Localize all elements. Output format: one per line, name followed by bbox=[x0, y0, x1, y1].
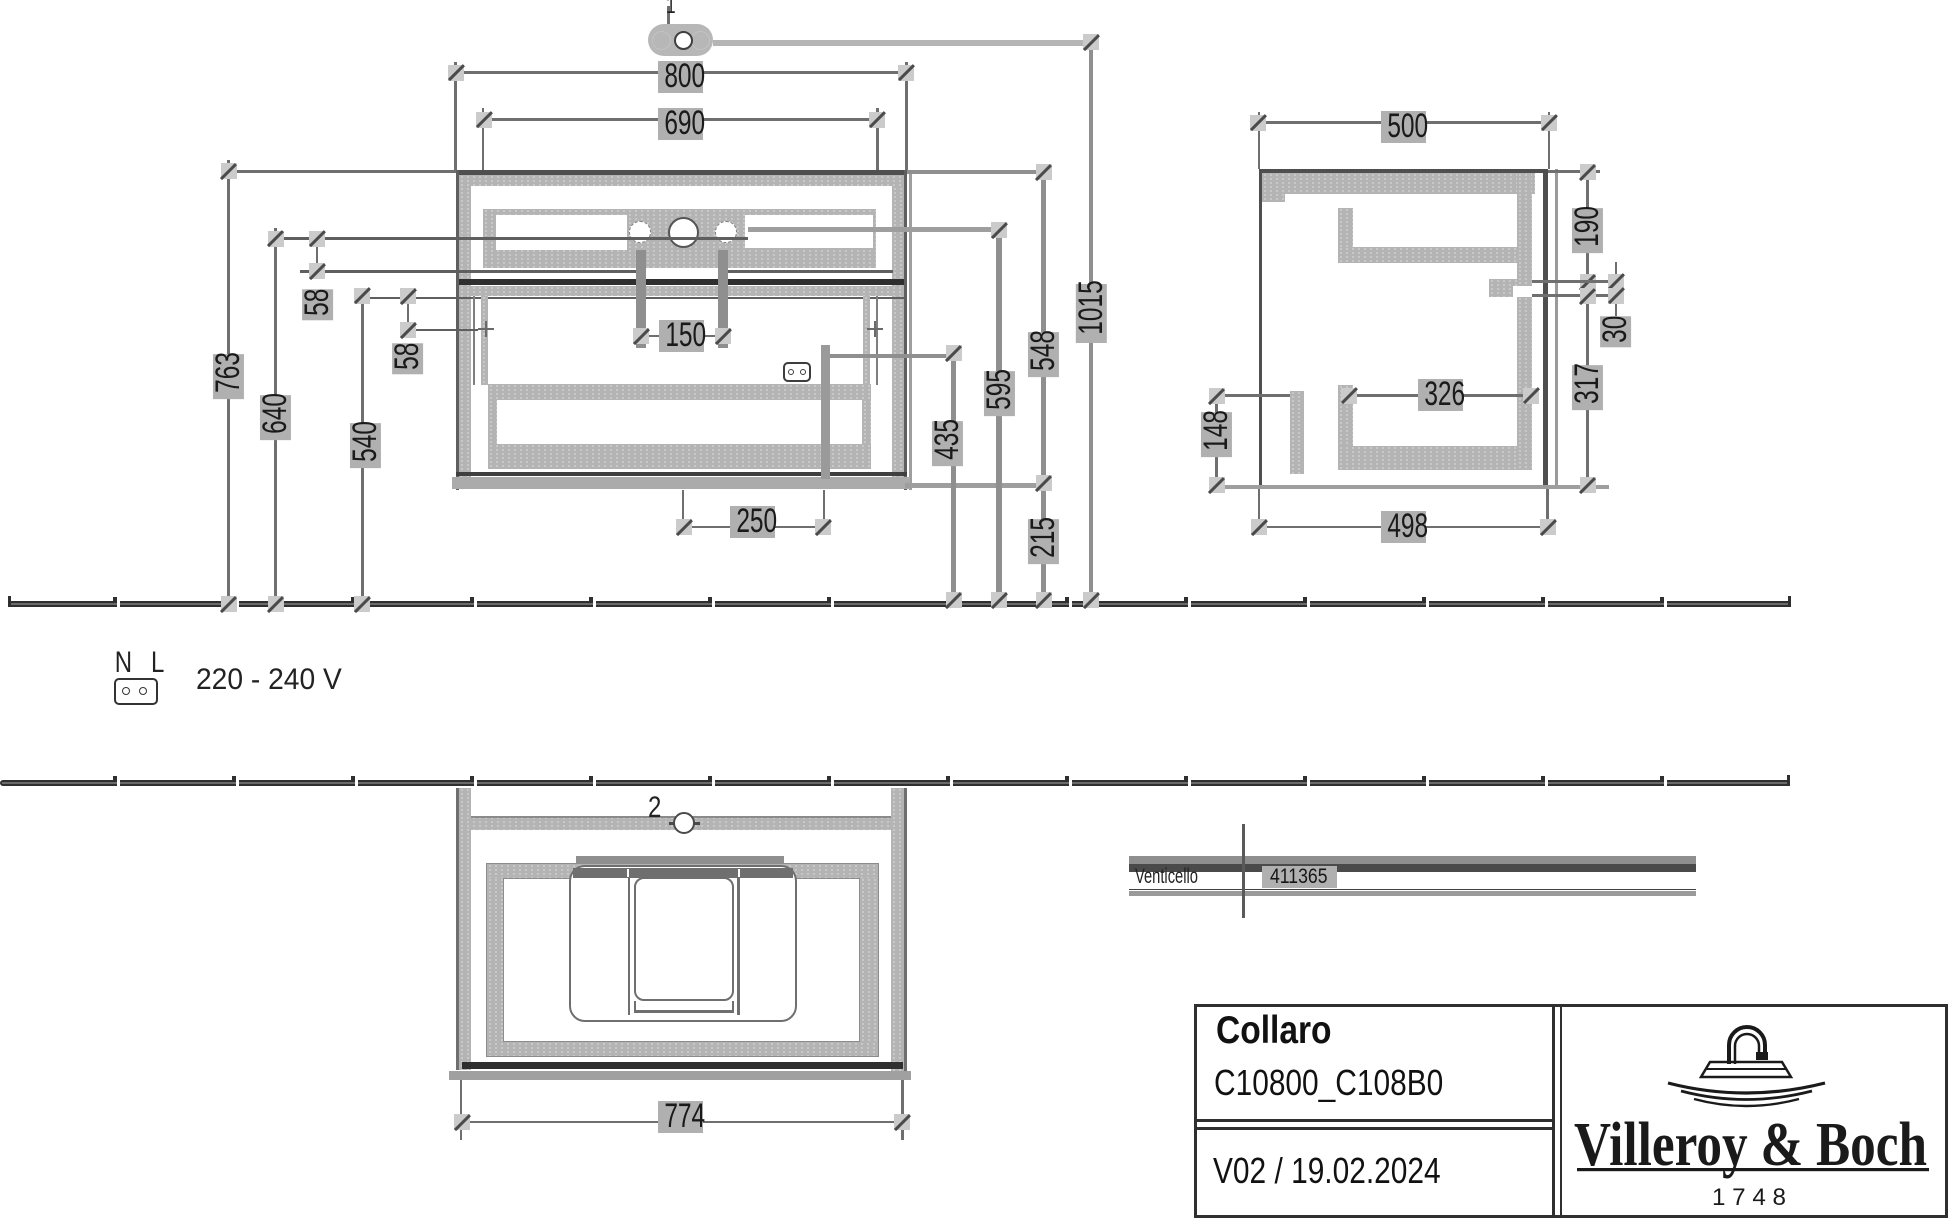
svg-text:Villeroy & Boch: Villeroy & Boch bbox=[1574, 1111, 1927, 1179]
svg-text:1 7 4 8: 1 7 4 8 bbox=[1712, 1184, 1786, 1211]
